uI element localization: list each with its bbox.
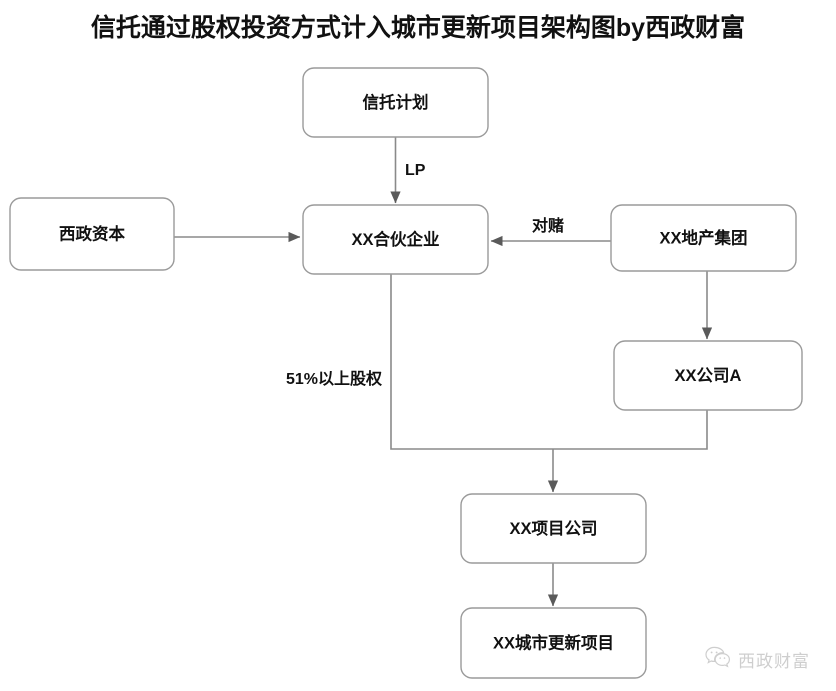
node-xizheng-capital-label: 西政资本 <box>59 223 126 243</box>
edge-group <box>174 137 713 607</box>
node-xizheng-capital[interactable]: 西政资本 <box>9 197 175 271</box>
edge-partnership-to-project <box>390 274 553 450</box>
node-project-company-label: XX项目公司 <box>509 519 597 538</box>
node-company-a[interactable]: XX公司A <box>613 340 803 411</box>
node-partnership[interactable]: XX合伙企业 <box>302 204 489 275</box>
node-urban-renewal-box[interactable] <box>460 607 647 679</box>
edge-label-lp: LP <box>405 162 426 179</box>
node-urban-renewal-label: XX城市更新项目 <box>493 632 614 652</box>
node-trust-plan-label: 信托计划 <box>363 92 429 112</box>
edge-label-group: LP 对赌 51%以上股权 <box>286 162 564 388</box>
node-property-group-box[interactable] <box>610 204 797 272</box>
node-company-a-label: XX公司A <box>675 366 742 385</box>
node-project-company-box[interactable] <box>460 493 647 564</box>
edge-label-duizhu: 对赌 <box>532 216 564 235</box>
edge-company-a-to-project <box>553 410 708 450</box>
edge-label-equity-stake: 51%以上股权 <box>286 369 383 388</box>
node-property-group-label: XX地产集团 <box>659 227 747 247</box>
node-company-a-box[interactable] <box>613 340 803 411</box>
page-title: 信托通过股权投资方式计入城市更新项目架构图by西政财富 <box>90 14 746 42</box>
node-trust-plan[interactable]: 信托计划 <box>302 67 489 138</box>
node-partnership-label: XX合伙企业 <box>351 229 439 249</box>
node-property-group[interactable]: XX地产集团 <box>610 204 797 272</box>
node-trust-plan-box[interactable] <box>302 67 489 138</box>
node-urban-renewal[interactable]: XX城市更新项目 <box>460 607 647 679</box>
node-group: 信托计划 西政资本 XX合伙企业 XX地产集团 XX公司A XX项目公司 XX城… <box>9 67 803 679</box>
node-xizheng-capital-box[interactable] <box>9 197 175 271</box>
node-partnership-box[interactable] <box>302 204 489 275</box>
node-project-company[interactable]: XX项目公司 <box>460 493 647 564</box>
